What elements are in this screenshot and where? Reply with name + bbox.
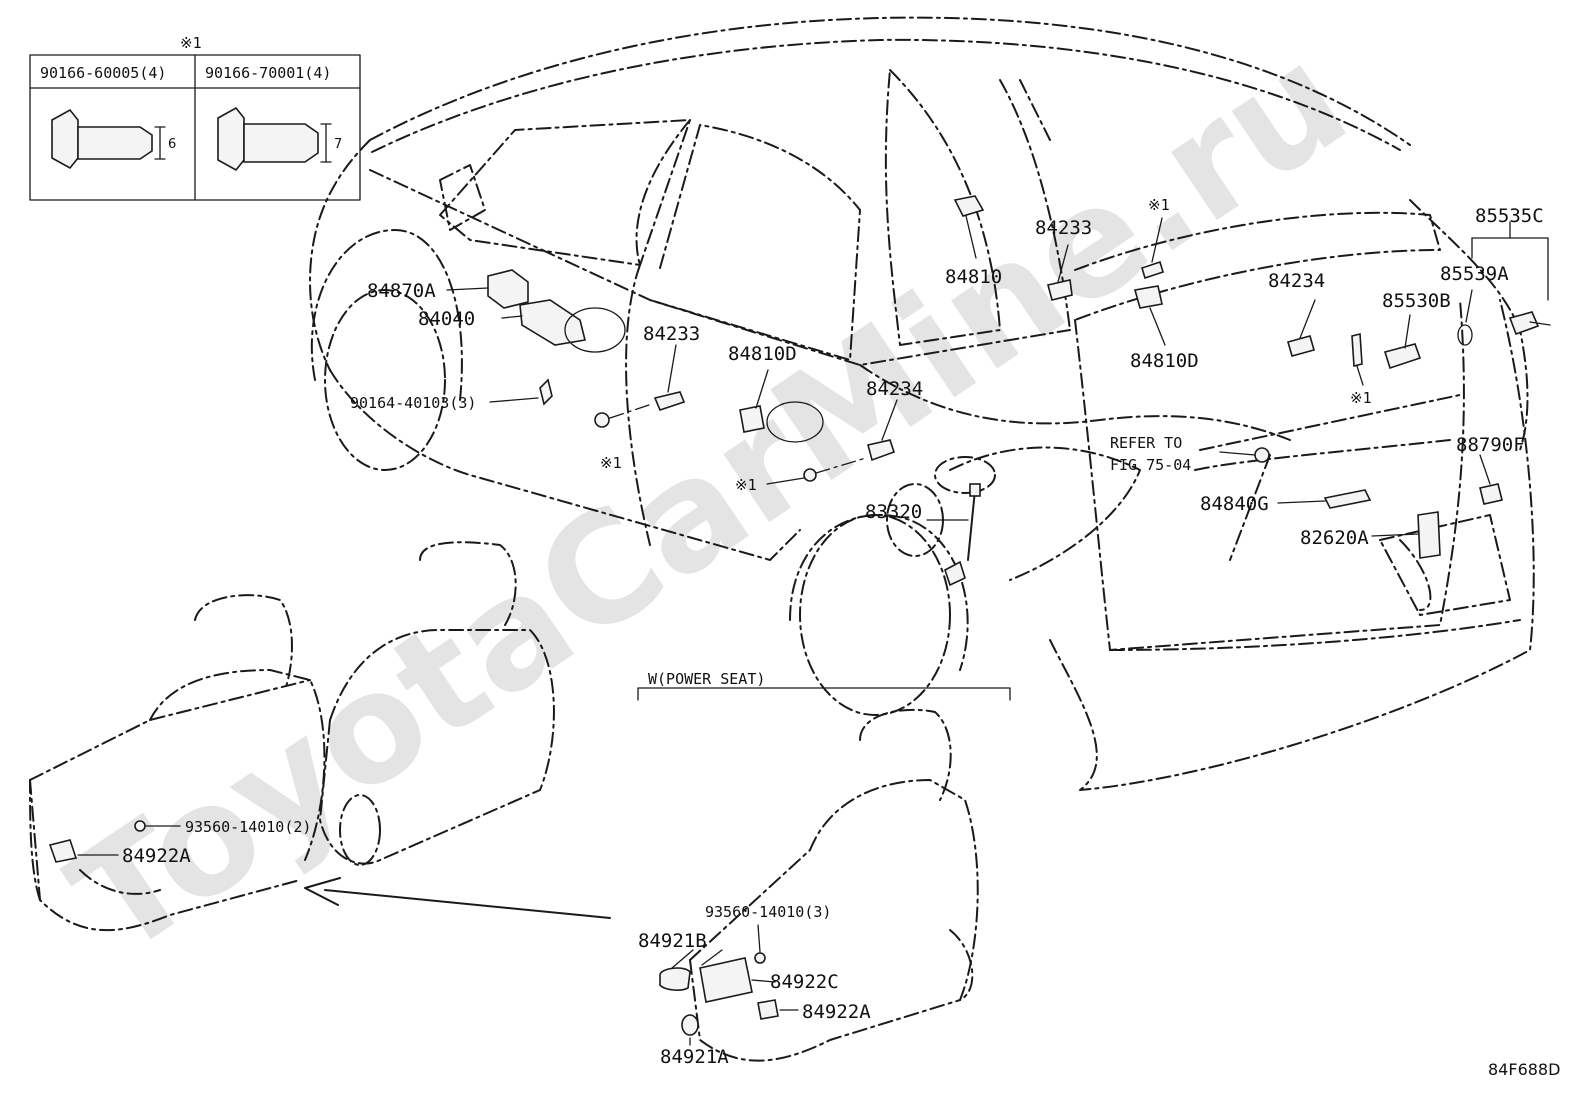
label-84810D-mid: 84810D xyxy=(728,343,797,365)
part-84234-mid-shape xyxy=(867,439,896,462)
label-mark-mid: ※1 xyxy=(735,476,757,494)
part-84810D-rear-shape xyxy=(1133,285,1163,309)
part-84810-shape xyxy=(953,195,985,217)
label-84234-mid: 84234 xyxy=(866,378,923,400)
label-mark-rear-top: ※1 xyxy=(1148,196,1170,214)
label-84810D-rear: 84810D xyxy=(1130,350,1199,372)
rear-seats-drawing: 93560-14010(2) 84922A xyxy=(29,541,555,932)
label-84234-rear: 84234 xyxy=(1268,270,1325,292)
label-mark-front: ※1 xyxy=(600,454,622,472)
table-col1-header: 90166-60005(4) xyxy=(40,64,166,82)
label-84922A-right: 84922A xyxy=(802,1001,871,1023)
fastener-table: ※1 90166-60005(4) 90166-70001(4) 6 7 xyxy=(29,34,361,201)
car-body-outline xyxy=(309,16,1535,791)
label-83320: 83320 xyxy=(865,501,922,523)
label-85539A: 85539A xyxy=(1440,263,1509,285)
part-84921B-shape xyxy=(659,967,691,991)
part-84840G-shape xyxy=(1323,489,1372,509)
part-82620A-shape xyxy=(1417,511,1441,559)
label-refer-line1: REFER TO xyxy=(1110,434,1182,452)
clip-60005-drawing: 6 xyxy=(51,108,176,170)
part-84921A-shape xyxy=(681,1014,699,1036)
label-refer-line2: FIG 75-04 xyxy=(1110,456,1191,474)
label-84921A: 84921A xyxy=(660,1046,729,1068)
label-84233-front: 84233 xyxy=(643,323,700,345)
part-84233-front-shape xyxy=(653,391,686,411)
label-84840G: 84840G xyxy=(1200,493,1269,515)
label-84922A-left: 84922A xyxy=(122,845,191,867)
label-82620A: 82620A xyxy=(1300,527,1369,549)
table-col2-header: 90166-70001(4) xyxy=(205,64,331,82)
part-88790F-shape xyxy=(1479,483,1503,505)
label-84921B: 84921B xyxy=(638,930,707,952)
part-84922A-left-shape xyxy=(48,839,78,863)
label-mark-rear-bottom: ※1 xyxy=(1350,389,1372,407)
part-90164-shape xyxy=(539,378,553,406)
part-83320-shape xyxy=(967,489,976,561)
part-84233-rear-shape xyxy=(1047,279,1073,301)
part-84922C-shape xyxy=(699,957,753,1003)
label-84810: 84810 xyxy=(945,266,1002,288)
label-84040: 84040 xyxy=(418,308,475,330)
view-arrow xyxy=(304,877,611,919)
leader-lines xyxy=(446,215,1551,537)
part-labels: 84870A 84040 90164-40103(3) 84233 ※1 848… xyxy=(350,196,1544,549)
part-84870A-shape xyxy=(487,269,529,309)
label-85530B: 85530B xyxy=(1382,290,1451,312)
part-85530B-shape xyxy=(1383,343,1422,370)
power-seat-detail: W(POWER SEAT) 93560-14010(3) 84921B 8492… xyxy=(637,670,1011,1068)
part-85535C-shape xyxy=(1508,311,1540,336)
label-93560-14010-3: 93560-14010(3) xyxy=(705,903,831,921)
part-84922A-right-shape xyxy=(757,999,779,1020)
label-84870A: 84870A xyxy=(367,280,436,302)
power-seat-title: W(POWER SEAT) xyxy=(648,670,765,688)
clip-70001-drawing: 7 xyxy=(217,106,342,172)
clip-60005-dim: 6 xyxy=(168,137,176,152)
label-93560-14010-2: 93560-14010(2) xyxy=(185,818,311,836)
part-84234-rear-shape xyxy=(1287,335,1315,357)
label-90164-40103: 90164-40103(3) xyxy=(350,394,476,412)
table-mark: ※1 xyxy=(180,34,202,52)
label-88790F: 88790F xyxy=(1456,434,1525,456)
part-85539A-shape xyxy=(1457,324,1473,346)
label-84922C: 84922C xyxy=(770,971,839,993)
label-85535C: 85535C xyxy=(1475,205,1544,227)
part-93560-3-shape xyxy=(754,952,766,964)
part-84040-shape xyxy=(519,299,586,346)
part-shapes xyxy=(487,195,1540,587)
clip-70001-dim: 7 xyxy=(334,137,342,152)
part-84810D-mid-shape xyxy=(739,405,765,433)
diagram-code: 84F688D xyxy=(1488,1060,1560,1079)
label-84233-rear: 84233 xyxy=(1035,217,1092,239)
